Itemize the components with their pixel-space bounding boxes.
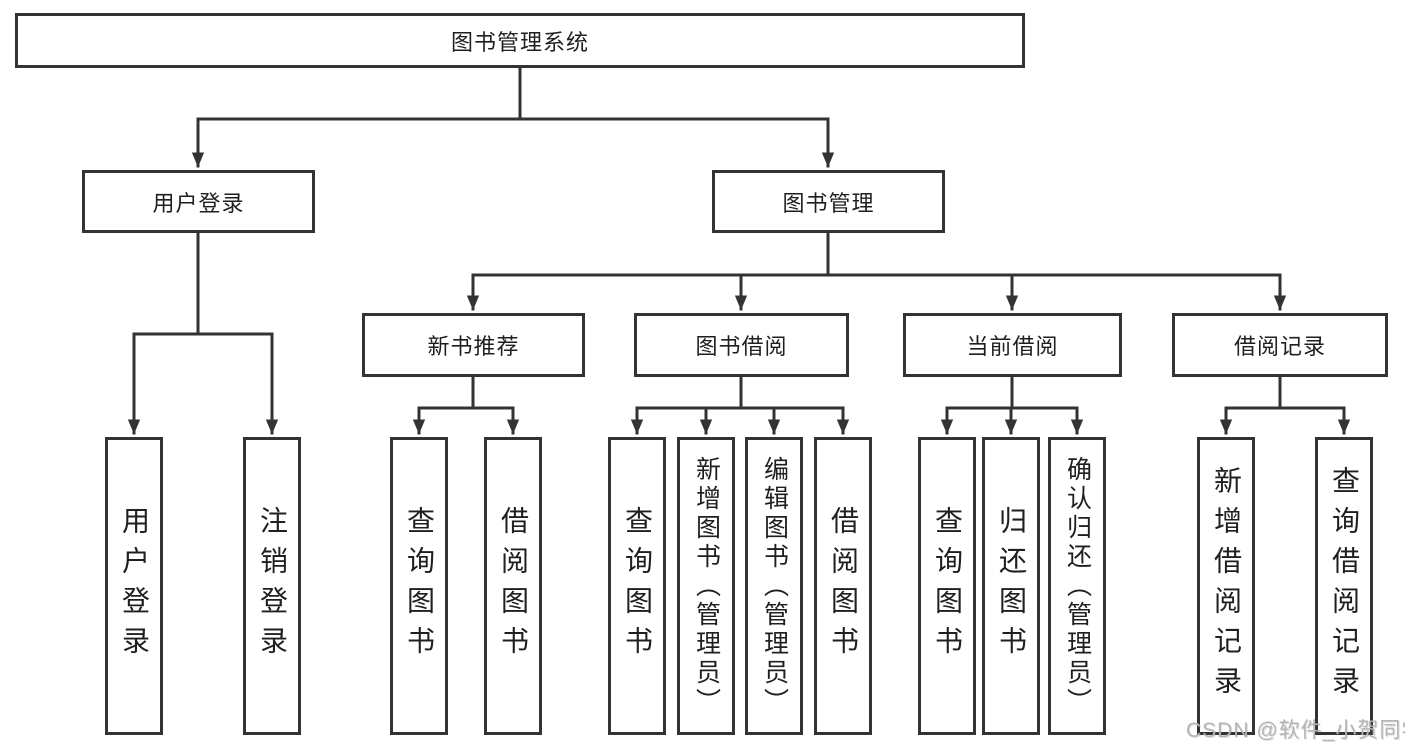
node-leaf-query-borrow-record: 查询借阅记录 (1315, 437, 1373, 735)
node-leaf-query-books-recommend: 查询图书 (390, 437, 448, 735)
watermark-text: CSDN @软件_小贺同学 (1186, 719, 1405, 742)
node-leaf-return-books: 归还图书 (982, 437, 1040, 735)
node-book-management: 图书管理 (712, 170, 945, 233)
node-leaf-borrow-books: 借阅图书 (814, 437, 872, 735)
node-leaf-logout: 注销登录 (243, 437, 301, 735)
node-leaf-borrow-books-recommend: 借阅图书 (484, 437, 542, 735)
node-leaf-add-book-admin: 新增图书（管理员） (677, 437, 735, 735)
node-root: 图书管理系统 (15, 13, 1025, 68)
node-leaf-query-books-current: 查询图书 (918, 437, 976, 735)
node-leaf-add-borrow-record: 新增借阅记录 (1197, 437, 1255, 735)
node-book-borrowing: 图书借阅 (634, 313, 849, 377)
node-leaf-edit-book-admin: 编辑图书（管理员） (745, 437, 803, 735)
node-borrowing-records: 借阅记录 (1172, 313, 1388, 377)
node-leaf-user-login: 用户登录 (105, 437, 163, 735)
node-leaf-confirm-return-admin: 确认归还（管理员） (1048, 437, 1106, 735)
node-current-borrowing: 当前借阅 (903, 313, 1122, 377)
node-new-book-recommendation: 新书推荐 (362, 313, 585, 377)
node-leaf-query-books-borrow: 查询图书 (608, 437, 666, 735)
node-user-login: 用户登录 (82, 170, 315, 233)
